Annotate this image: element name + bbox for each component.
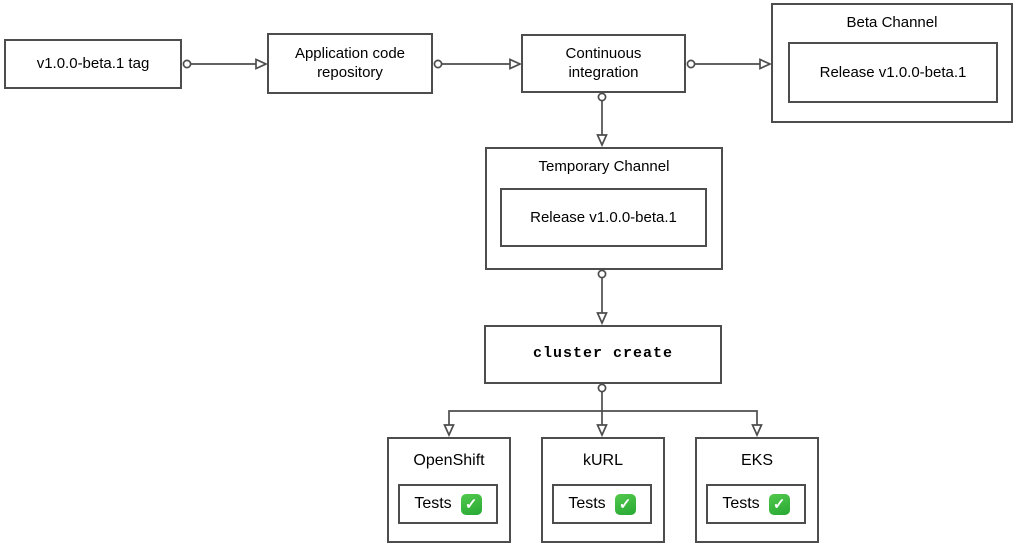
node-temporary-channel: Temporary Channel Release v1.0.0-beta.1 bbox=[485, 147, 723, 270]
check-mark-button-icon: ✓ bbox=[460, 493, 482, 515]
node-version-tag: v1.0.0-beta.1 tag bbox=[4, 39, 182, 89]
openshift-title: OpenShift bbox=[413, 452, 485, 469]
check-mark-button-icon: ✓ bbox=[614, 493, 636, 515]
version-tag-label: v1.0.0-beta.1 tag bbox=[36, 54, 150, 72]
application-code-repository-label: Application code repository bbox=[294, 44, 406, 81]
openshift-tests-box: Tests ✓ bbox=[398, 484, 498, 524]
openshift-tests-label: Tests bbox=[414, 495, 452, 512]
kurl-title: kURL bbox=[582, 452, 623, 469]
check-mark-button-icon: ✓ bbox=[768, 493, 790, 515]
edge-repo-to-ci bbox=[433, 58, 523, 70]
edge-temp-channel-to-cluster-create bbox=[596, 269, 608, 326]
node-cluster-openshift: OpenShift Tests ✓ bbox=[387, 437, 511, 543]
node-beta-channel: Beta Channel Release v1.0.0-beta.1 bbox=[771, 3, 1013, 123]
eks-tests-label: Tests bbox=[722, 495, 760, 512]
eks-title: EKS bbox=[740, 452, 773, 469]
node-cluster-eks: EKS Tests ✓ bbox=[695, 437, 819, 543]
edge-ci-to-beta-channel bbox=[686, 58, 773, 70]
beta-channel-release-box: Release v1.0.0-beta.1 bbox=[788, 42, 998, 103]
node-application-code-repository: Application code repository bbox=[267, 33, 433, 94]
kurl-tests-box: Tests ✓ bbox=[552, 484, 652, 524]
node-cluster-kurl: kURL Tests ✓ bbox=[541, 437, 665, 543]
beta-channel-release-label: Release v1.0.0-beta.1 bbox=[819, 64, 967, 81]
temporary-channel-release-label: Release v1.0.0-beta.1 bbox=[530, 209, 677, 226]
kurl-tests-label: Tests bbox=[568, 495, 606, 512]
node-cluster-create: cluster create bbox=[484, 325, 722, 384]
beta-channel-title: Beta Channel bbox=[846, 14, 938, 31]
edge-tag-to-repo bbox=[182, 58, 269, 70]
cluster-create-label: cluster create bbox=[532, 345, 674, 363]
continuous-integration-label: Continuous integration bbox=[565, 44, 642, 81]
eks-tests-box: Tests ✓ bbox=[706, 484, 806, 524]
node-continuous-integration: Continuous integration bbox=[521, 34, 686, 93]
edge-cluster-create-to-clusters bbox=[443, 383, 763, 438]
temporary-channel-title: Temporary Channel bbox=[538, 158, 670, 175]
temporary-channel-release-box: Release v1.0.0-beta.1 bbox=[500, 188, 707, 247]
edge-ci-to-temp-channel bbox=[596, 92, 608, 148]
